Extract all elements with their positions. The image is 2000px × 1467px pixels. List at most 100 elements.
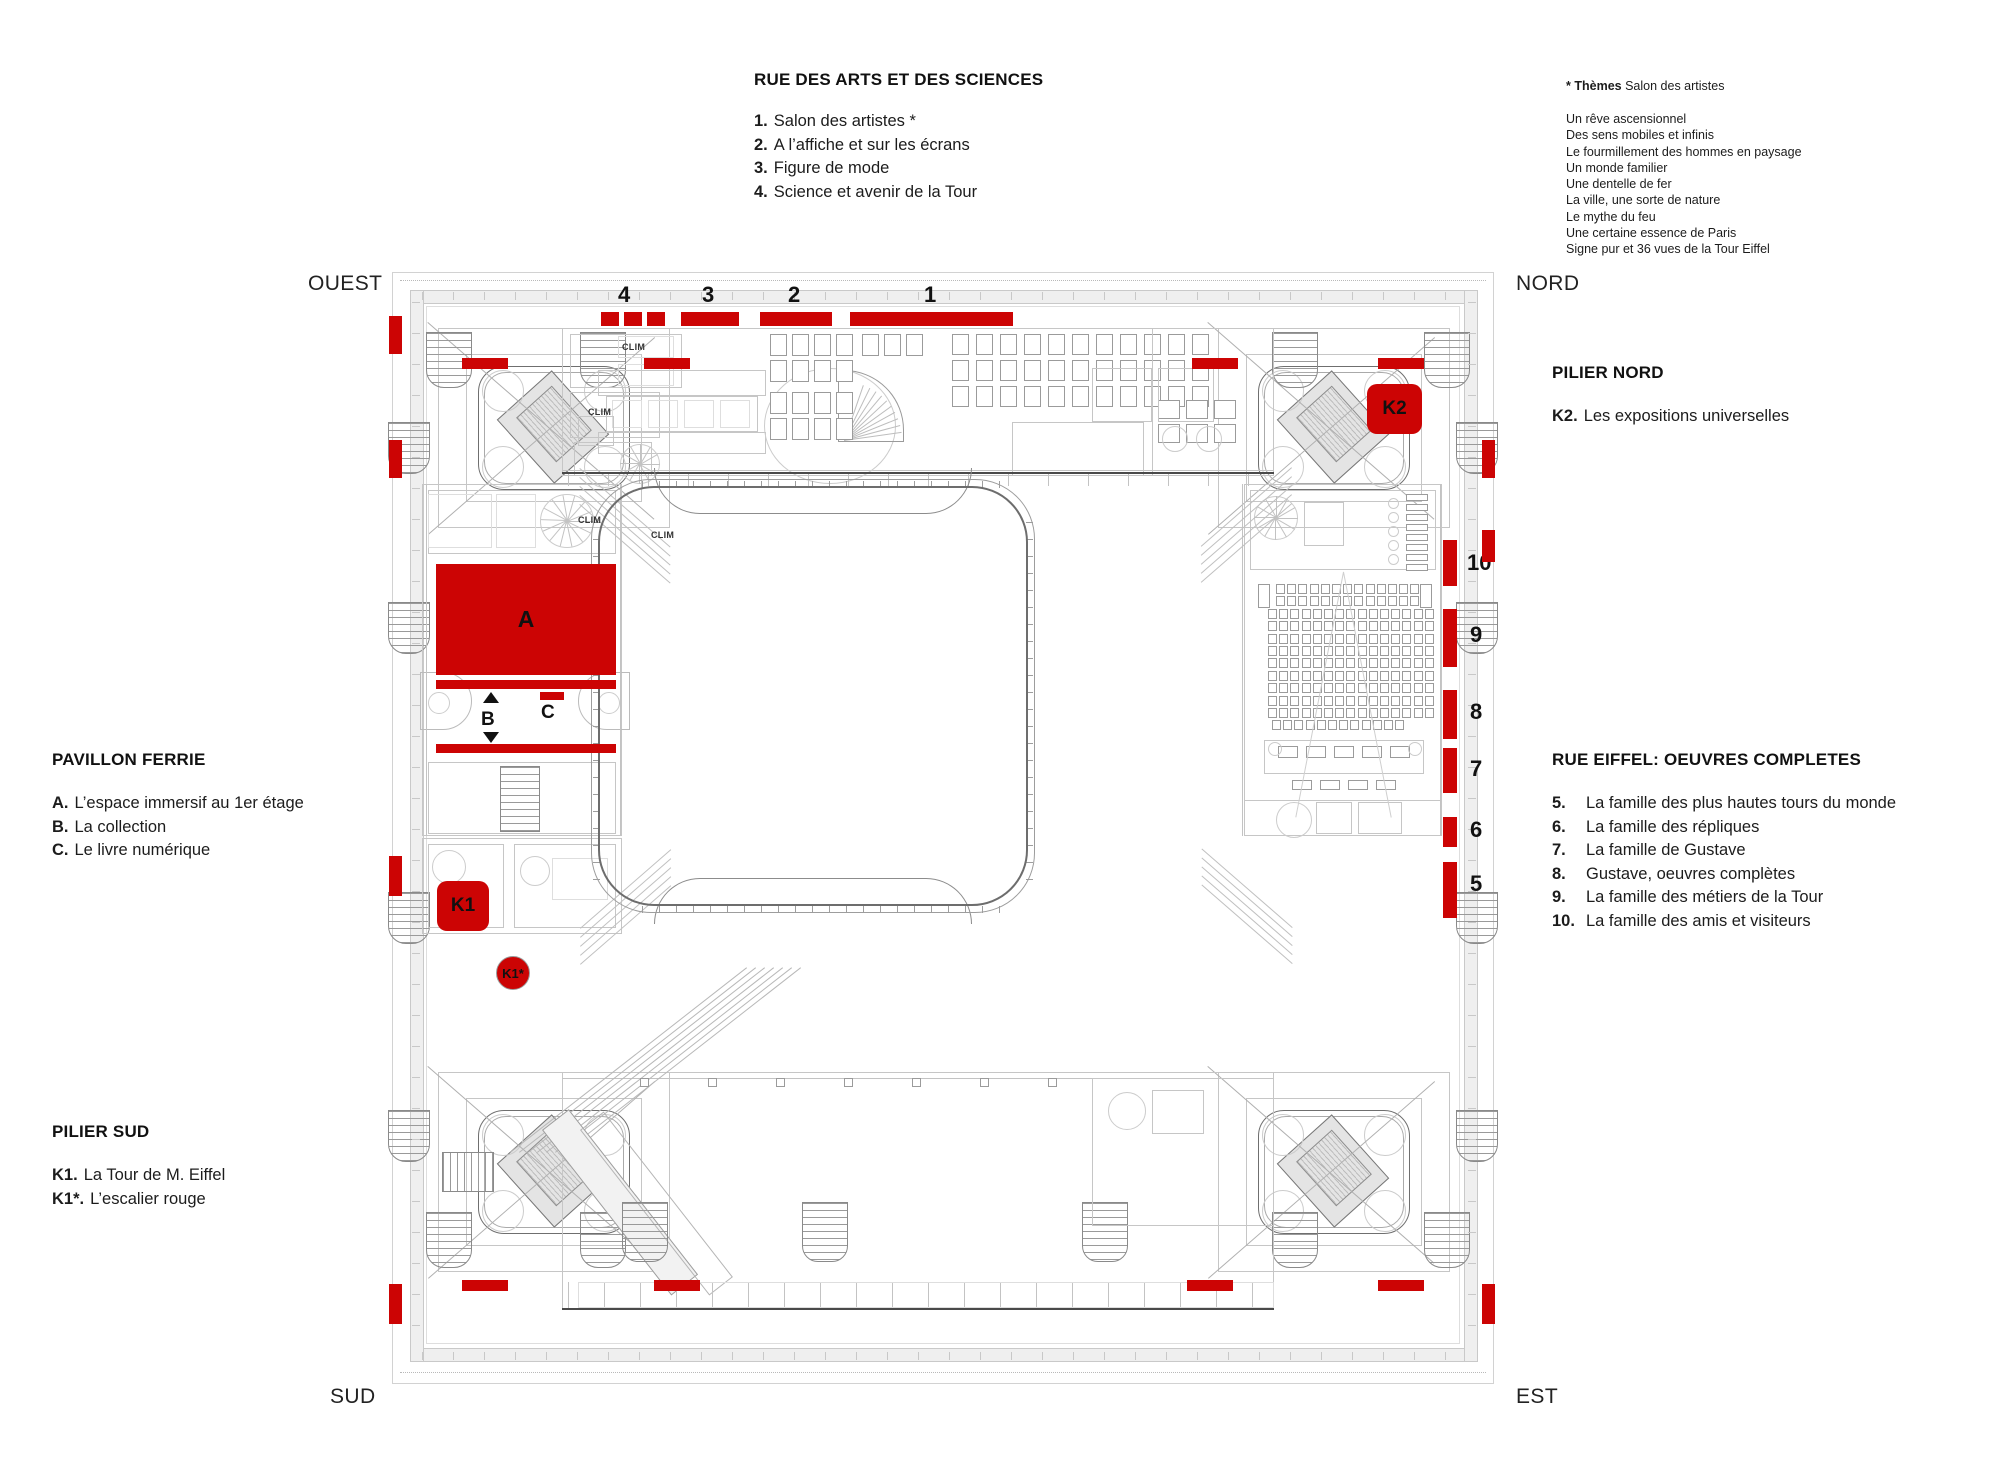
plan-detail bbox=[640, 464, 660, 465]
plan-detail bbox=[1468, 519, 1476, 520]
plan-detail bbox=[412, 1232, 420, 1233]
header-item-1-number: 1. bbox=[754, 112, 768, 130]
plan-detail bbox=[388, 892, 430, 944]
exhibit-bar-1[interactable] bbox=[850, 312, 1013, 326]
zone-k1-label: K1 bbox=[450, 895, 476, 916]
plan-detail bbox=[1376, 596, 1386, 607]
accent-bar-e-1[interactable] bbox=[1482, 530, 1495, 562]
plan-detail bbox=[980, 1352, 981, 1360]
plan-detail bbox=[1072, 1282, 1073, 1308]
zone-k1[interactable] bbox=[437, 881, 489, 931]
compass-est: EST bbox=[1516, 1385, 1559, 1408]
plan-detail bbox=[1354, 584, 1364, 594]
plan-detail bbox=[1312, 633, 1322, 644]
plan-detail bbox=[748, 1282, 749, 1308]
plan-detail bbox=[1424, 608, 1434, 619]
plan-detail bbox=[1316, 802, 1352, 834]
plan-detail bbox=[1290, 658, 1300, 669]
clim-label: CLIM bbox=[651, 530, 675, 540]
exhibit-bar-2[interactable] bbox=[760, 312, 832, 326]
plan-detail bbox=[1166, 1352, 1167, 1360]
exhibit-bar-7[interactable] bbox=[1443, 748, 1457, 793]
exhibit-bar-4a[interactable] bbox=[601, 312, 619, 326]
plan-detail bbox=[412, 550, 420, 551]
exhibit-bar-6[interactable] bbox=[1443, 817, 1457, 847]
legend-item-k1-number: K1. bbox=[52, 1166, 78, 1184]
plan-detail bbox=[496, 494, 536, 548]
plan-detail bbox=[1073, 292, 1074, 300]
accent-bar-s-2[interactable] bbox=[654, 1280, 700, 1291]
plan-detail bbox=[980, 1078, 989, 1087]
exhibit-number-9: 9 bbox=[1470, 622, 1483, 647]
plan-detail bbox=[1301, 695, 1311, 706]
exhibit-bar-4b[interactable] bbox=[624, 312, 642, 326]
accent-bar-ne-1[interactable] bbox=[1482, 440, 1495, 478]
themes-line: Un rêve ascensionnel bbox=[1566, 112, 1687, 126]
plan-detail bbox=[928, 1282, 929, 1308]
plan-detail bbox=[1096, 334, 1113, 355]
plan-detail bbox=[1468, 798, 1476, 799]
plan-detail bbox=[1335, 695, 1345, 706]
zone-k2[interactable] bbox=[1367, 384, 1422, 434]
exhibit-number-8: 8 bbox=[1470, 699, 1483, 724]
accent-bar-n-2[interactable] bbox=[644, 358, 690, 369]
accent-bar-s-4[interactable] bbox=[1378, 1280, 1424, 1291]
zone-a-block[interactable] bbox=[436, 564, 616, 675]
legend-item-k2-label: Les expositions universelles bbox=[1583, 407, 1790, 425]
plan-detail bbox=[1042, 1352, 1043, 1360]
plan-detail bbox=[1391, 646, 1401, 656]
accent-bar-s-1[interactable] bbox=[462, 1280, 508, 1291]
plan-detail bbox=[1413, 670, 1423, 681]
exhibit-bar-4c[interactable] bbox=[647, 312, 665, 326]
plan-detail bbox=[1026, 794, 1033, 795]
plan-detail bbox=[1026, 811, 1033, 812]
plan-detail bbox=[1279, 708, 1289, 718]
plan-detail bbox=[770, 360, 787, 382]
accent-bar-se-1[interactable] bbox=[1482, 1284, 1495, 1324]
plan-detail bbox=[1335, 633, 1345, 644]
plan-detail bbox=[1410, 584, 1420, 594]
plan-detail bbox=[1357, 621, 1367, 632]
plan-detail bbox=[1096, 360, 1113, 381]
zone-c-bar[interactable] bbox=[540, 692, 564, 700]
plan-detail bbox=[1391, 695, 1401, 706]
plan-detail bbox=[1000, 1282, 1001, 1308]
plan-detail bbox=[1258, 1110, 1410, 1234]
zone-b-strip-bottom[interactable] bbox=[436, 744, 616, 753]
plan-dotted-guide bbox=[400, 280, 1486, 281]
plan-detail bbox=[484, 1352, 485, 1360]
plan-detail bbox=[482, 446, 524, 488]
exhibit-bar-9[interactable] bbox=[1443, 609, 1457, 667]
exhibit-bar-10[interactable] bbox=[1443, 540, 1457, 586]
zone-k1-star[interactable] bbox=[496, 956, 530, 990]
plan-dotted-guide bbox=[400, 1372, 1486, 1373]
plan-detail bbox=[412, 1139, 420, 1140]
accent-bar-s-3[interactable] bbox=[1187, 1280, 1233, 1291]
accent-bar-n-4[interactable] bbox=[1378, 358, 1424, 369]
exhibit-bar-3[interactable] bbox=[681, 312, 739, 326]
plan-detail bbox=[1072, 360, 1089, 381]
plan-detail bbox=[708, 1078, 717, 1087]
plan-detail bbox=[1287, 596, 1297, 607]
plan-detail bbox=[670, 292, 671, 300]
plan-detail bbox=[412, 612, 420, 613]
plan-detail bbox=[412, 1294, 420, 1295]
plan-detail bbox=[578, 416, 614, 446]
plan-detail bbox=[1391, 708, 1401, 718]
plan-detail bbox=[1391, 658, 1401, 669]
accent-bar-nw-2[interactable] bbox=[389, 440, 402, 478]
accent-bar-w-1[interactable] bbox=[389, 856, 402, 896]
accent-bar-sw-1[interactable] bbox=[389, 1284, 402, 1324]
plan-detail bbox=[1468, 1232, 1476, 1233]
exhibit-bar-5[interactable] bbox=[1443, 862, 1457, 918]
zone-b-strip-top[interactable] bbox=[436, 680, 616, 689]
plan-detail bbox=[1279, 658, 1289, 669]
plan-detail bbox=[1339, 720, 1349, 731]
exhibit-bar-8[interactable] bbox=[1443, 690, 1457, 739]
accent-bar-n-3[interactable] bbox=[1192, 358, 1238, 369]
accent-bar-nw-1[interactable] bbox=[389, 316, 402, 354]
plan-detail bbox=[814, 392, 831, 414]
plan-detail bbox=[1380, 621, 1389, 632]
plan-detail bbox=[1406, 524, 1428, 531]
accent-bar-n-1[interactable] bbox=[462, 358, 508, 369]
